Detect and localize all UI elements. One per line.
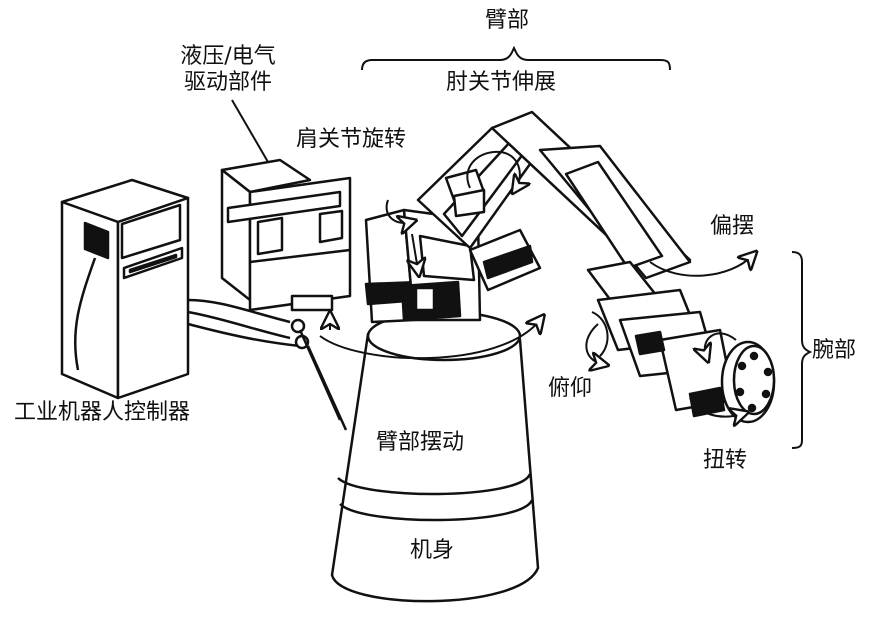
drive-unit (220, 158, 352, 312)
label-hydraulic-electric: 液压/电气 驱动部件 (143, 44, 313, 96)
label-controller: 工业机器人控制器 (14, 400, 191, 425)
label-body: 机身 (410, 538, 455, 563)
wrist-bracket (791, 251, 813, 449)
yaw-arrow (649, 256, 752, 277)
upper-arm (416, 126, 542, 292)
arm-bracket (361, 45, 671, 71)
label-pitch: 俯仰 (548, 376, 593, 401)
label-yaw: 偏摆 (710, 214, 755, 239)
drive-unit-leader (231, 99, 269, 163)
forearm (490, 110, 692, 312)
motion-arrows (319, 150, 752, 417)
label-hydraulic-electric-line2: 驱动部件 (183, 70, 272, 95)
cables (187, 298, 348, 431)
label-twist: 扭转 (703, 448, 748, 473)
twist-arrow-bottom (689, 397, 742, 417)
label-wrist: 腕部 (812, 338, 857, 363)
shoulder-arrow (385, 199, 410, 223)
shoulder-down-arrow (412, 233, 418, 270)
wrist-assembly (596, 288, 776, 424)
twist-arrow-top (705, 332, 737, 356)
label-hydraulic-electric-line1: 液压/电气 (180, 44, 276, 69)
label-arm: 臂部 (485, 8, 530, 33)
pitch-arrow (585, 323, 602, 364)
arm-swing-arrow (319, 320, 540, 360)
elbow-arrow (466, 150, 520, 188)
robot-base (330, 310, 540, 603)
label-arm-swing: 臂部摆动 (376, 430, 465, 455)
label-elbow-extension: 肘关节伸展 (446, 70, 557, 95)
label-shoulder-rotation: 肩关节旋转 (296, 127, 407, 152)
controller-cabinet (60, 178, 190, 400)
